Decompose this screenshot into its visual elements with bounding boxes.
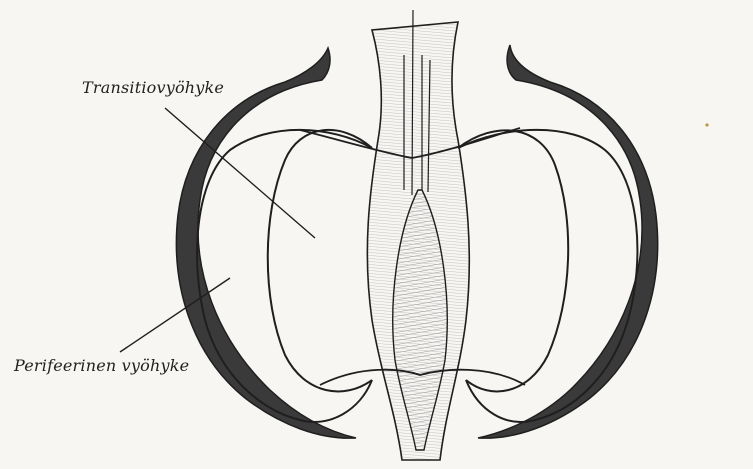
left-capsule-outer: [176, 48, 356, 438]
speck-mark: [705, 123, 708, 126]
right-transition-zone: [458, 130, 568, 391]
label-peripheral-zone: Perifeerinen vyöhyke: [14, 356, 189, 375]
label-transition-zone: Transitiovyöhyke: [82, 78, 224, 97]
left-transition-zone: [268, 130, 372, 391]
